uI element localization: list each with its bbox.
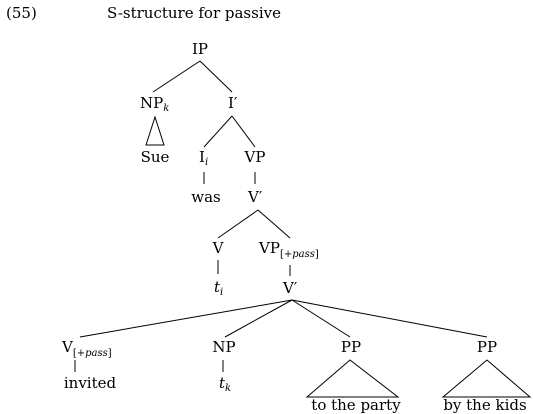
leaf-invited: invited bbox=[64, 374, 117, 392]
node-vp-pass: VP[+pass] bbox=[258, 239, 319, 260]
leaf-to-the-party: to the party bbox=[311, 396, 401, 414]
node-v: V bbox=[212, 239, 225, 257]
node-was: was bbox=[191, 188, 220, 206]
edge-vbar-vpass bbox=[79, 299, 293, 338]
example-title: S-structure for passive bbox=[107, 4, 281, 22]
edge-vbar-pp1 bbox=[291, 299, 351, 338]
node-i-i: Ii bbox=[199, 148, 208, 168]
edge-vbar-v bbox=[217, 209, 259, 239]
example-number: (55) bbox=[6, 4, 37, 22]
edge-vbar-vppass bbox=[257, 209, 291, 239]
node-i-bar: I′ bbox=[228, 94, 238, 112]
node-np-k: NPk bbox=[140, 94, 169, 114]
node-ip: IP bbox=[192, 40, 208, 58]
node-v-bar-low: V′ bbox=[282, 279, 298, 297]
tree-edges bbox=[74, 60, 532, 398]
node-v-pass: V[+pass] bbox=[61, 338, 112, 359]
node-trace-i: ti bbox=[214, 278, 223, 298]
leaf-by-the-kids: by the kids bbox=[443, 396, 526, 414]
edge-ibar-i bbox=[203, 115, 233, 148]
edge-ibar-vp bbox=[231, 115, 256, 148]
leaf-trace-k: tk bbox=[219, 374, 231, 394]
node-pp-1: PP bbox=[341, 338, 361, 356]
edge-vbar-pp2 bbox=[291, 299, 488, 338]
node-vp: VP bbox=[244, 148, 266, 166]
edge-ip-ibar bbox=[199, 60, 233, 93]
node-pp-2: PP bbox=[477, 338, 497, 356]
node-sue: Sue bbox=[141, 148, 170, 166]
node-v-bar-top: V′ bbox=[247, 188, 263, 206]
edge-ip-np bbox=[152, 60, 201, 93]
triangle-pp2 bbox=[441, 359, 532, 398]
triangle-np-sue bbox=[145, 115, 165, 146]
edge-vbar-np bbox=[224, 299, 293, 338]
node-np: NP bbox=[212, 338, 235, 356]
triangle-pp1 bbox=[305, 359, 400, 398]
